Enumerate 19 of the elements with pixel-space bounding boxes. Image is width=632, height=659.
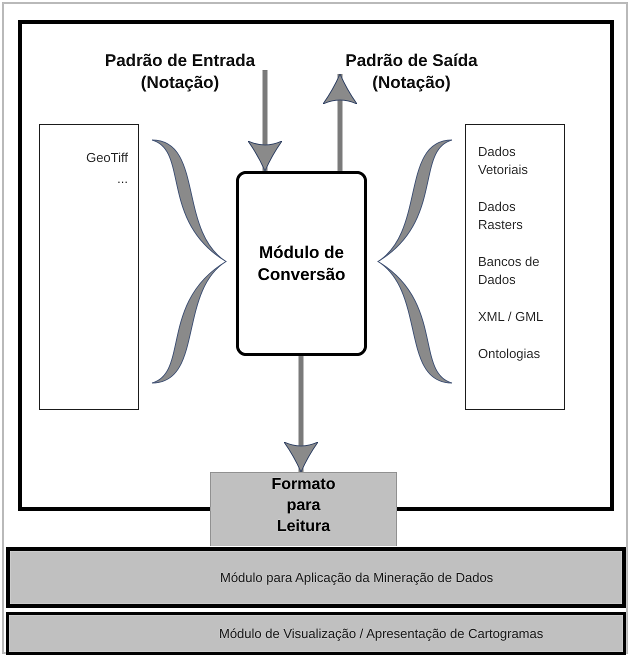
input-output-heading: Padrão de Entrada (Notação) (104, 50, 256, 94)
module-title: Módulo para Aplicação da Mineração de Dados (220, 570, 494, 585)
list-item: Dados Rasters (478, 198, 524, 234)
module-title: Módulo de Conversão (257, 242, 346, 286)
input-output-heading: Padrão de Saída (Notação) (344, 50, 479, 94)
format-tab (210, 472, 397, 546)
module-title: Módulo de Visualização / Apresentação de Cartogramas (219, 626, 544, 641)
module-bar (6, 612, 626, 655)
list-item: ... (116, 170, 128, 188)
data-type-list-box (465, 124, 565, 410)
module-box (236, 171, 367, 356)
list-item: XML / GML (478, 308, 544, 326)
list-item: Ontologias (478, 345, 542, 363)
list-item: GeoTiff (85, 149, 128, 167)
module-bar (6, 547, 626, 608)
list-item: Bancos de Dados (478, 253, 540, 289)
list-item: Dados Vetoriais (478, 143, 529, 179)
format-title: Formato para Leitura (270, 475, 336, 537)
library-list-box (39, 124, 139, 410)
